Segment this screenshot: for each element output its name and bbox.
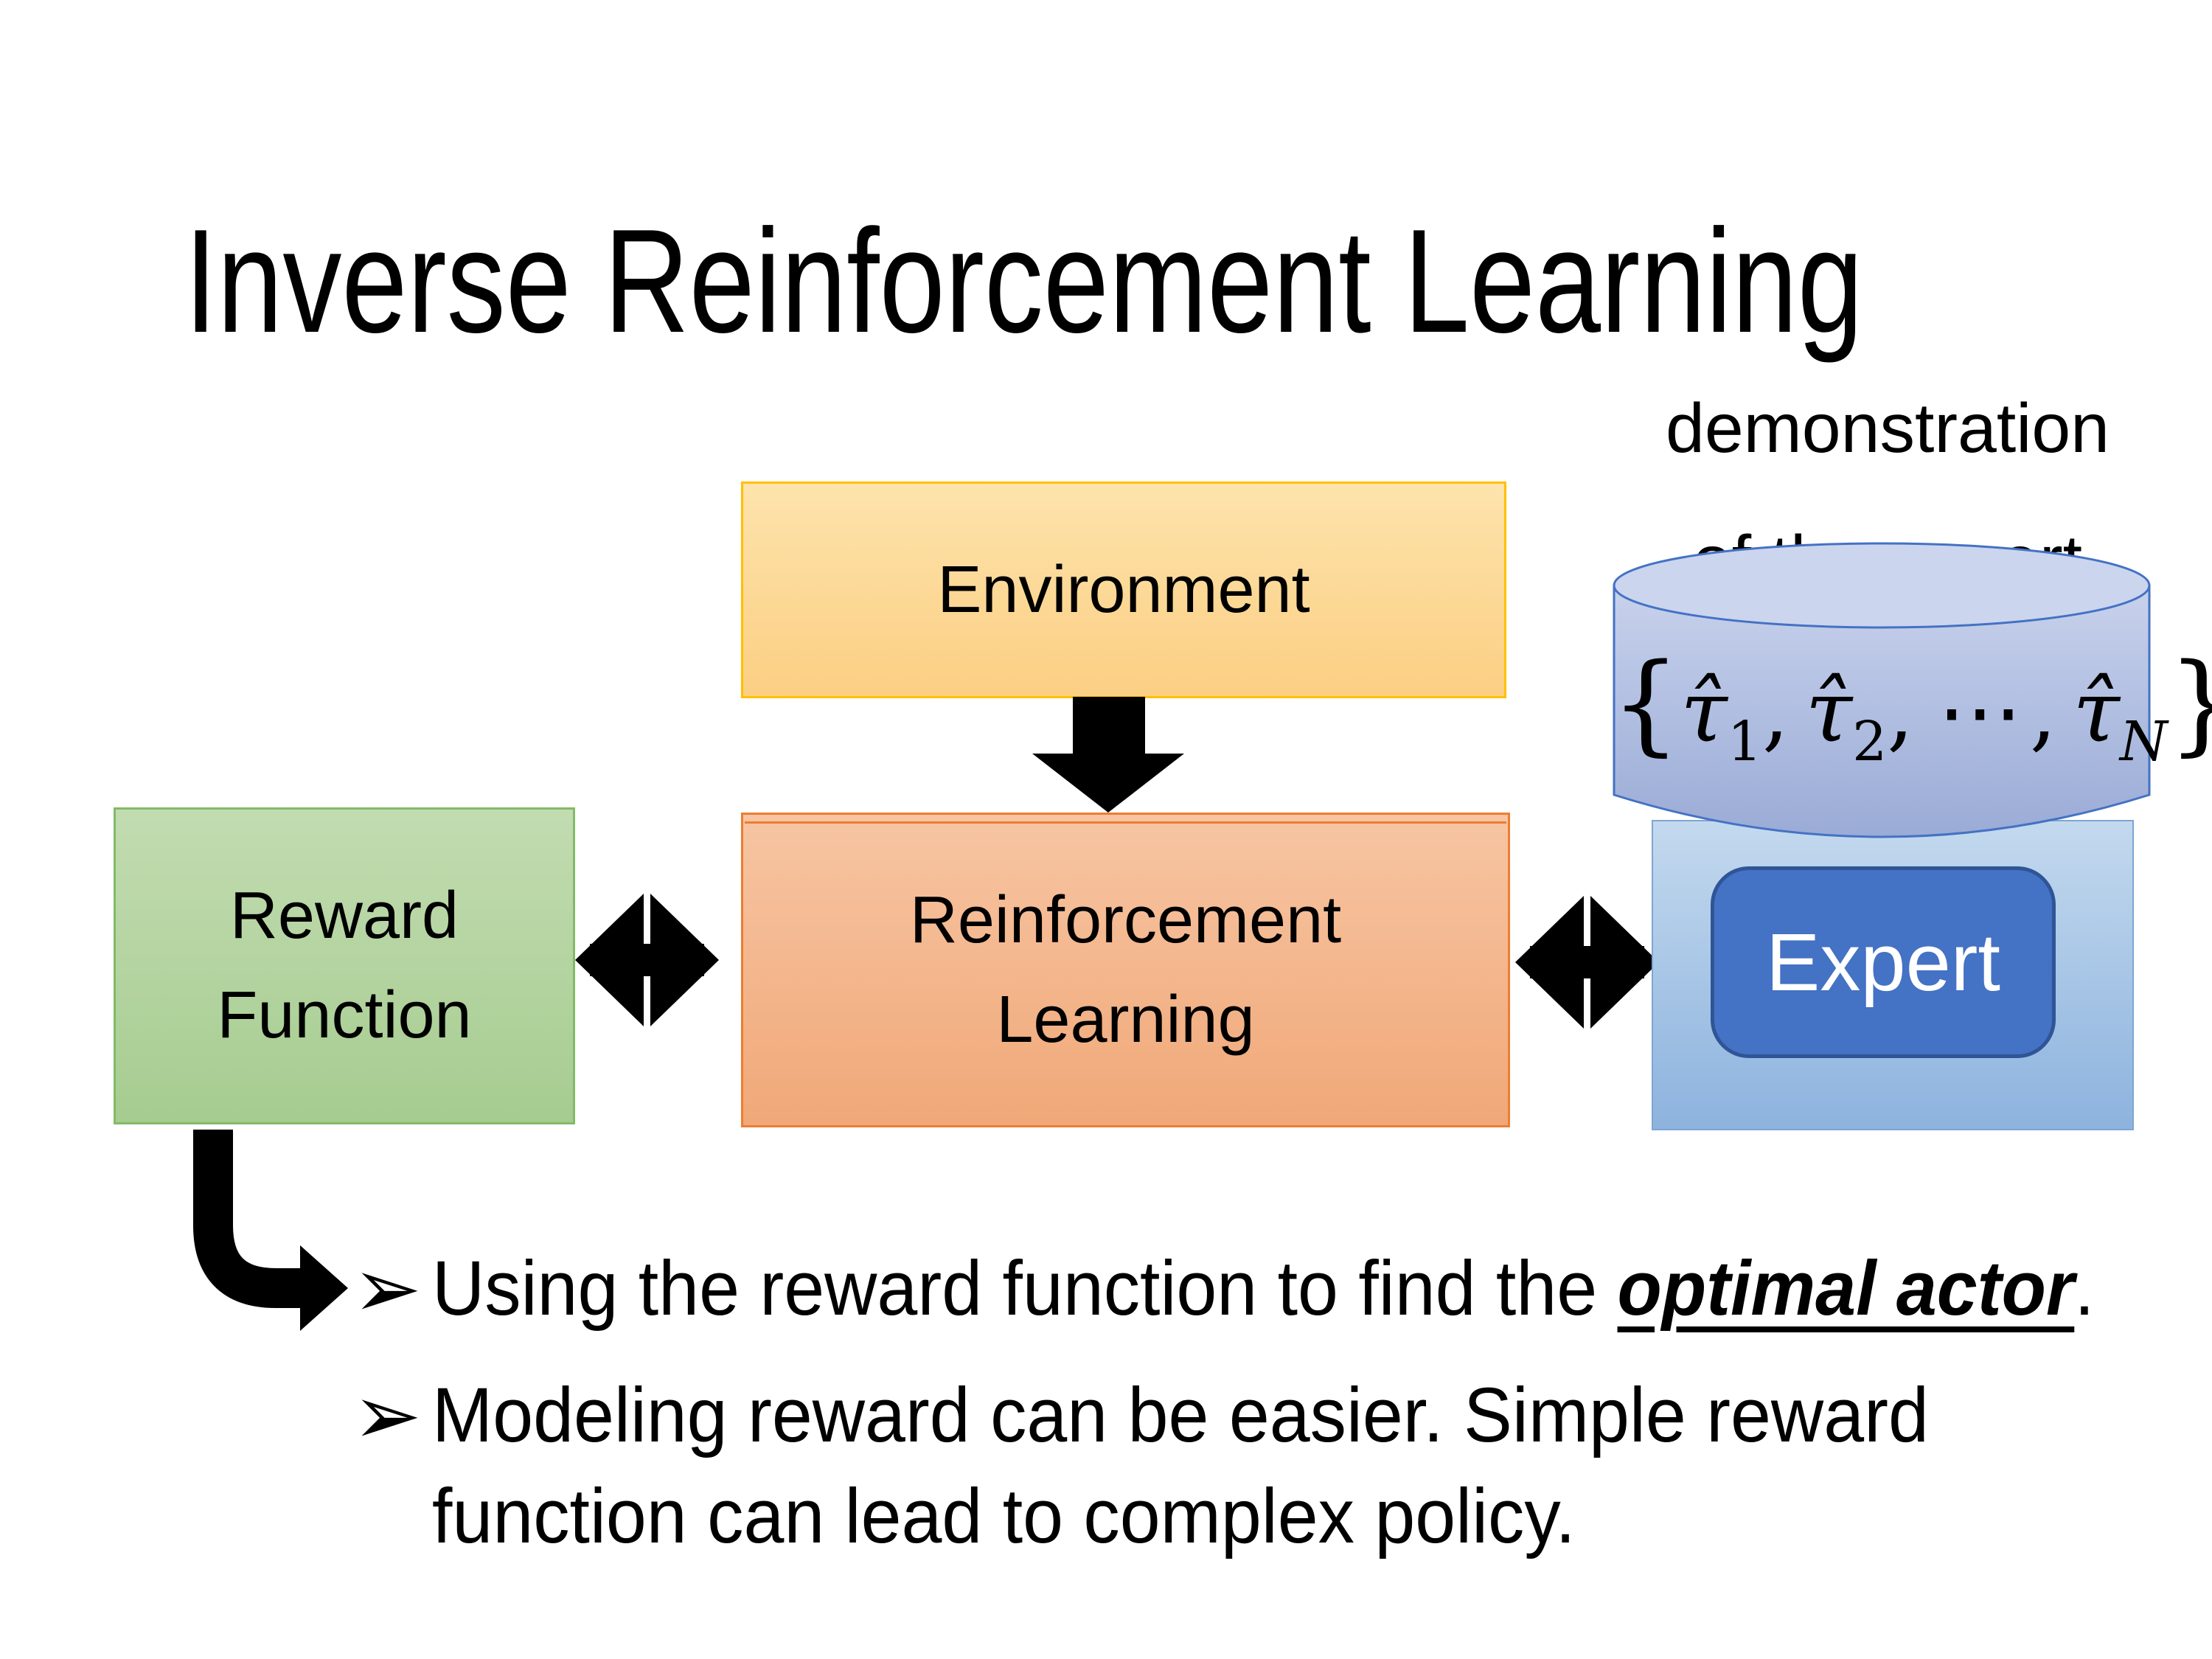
bullet-arrow-icon: ➢ bbox=[352, 1369, 422, 1461]
expert-label: Expert bbox=[1766, 917, 2000, 1008]
database-cylinder-icon bbox=[1613, 542, 2151, 838]
formula-close-brace: } bbox=[2168, 640, 2212, 767]
bullet-1-highlight: optimal actor bbox=[1617, 1245, 2075, 1332]
bullet-1-after: . bbox=[2074, 1245, 2095, 1332]
reward-function-label-line1: Reward bbox=[229, 879, 459, 953]
formula-sub-n: N bbox=[2119, 710, 2168, 773]
formula-open-brace: { bbox=[1611, 640, 1681, 767]
reinforcement-learning-label: Reinforcement Learning bbox=[910, 871, 1341, 1070]
formula-tau-1: τ̂ bbox=[1680, 663, 1728, 762]
bullet-item-2: ➢ Modeling reward can be easier. Simple … bbox=[352, 1366, 2212, 1567]
elbow-arrow-icon bbox=[193, 1130, 348, 1331]
reward-function-label: Reward Function bbox=[217, 866, 471, 1065]
formula-sub-1: 1 bbox=[1727, 710, 1762, 773]
reinforcement-learning-label-line1: Reinforcement bbox=[909, 883, 1342, 957]
formula-tau-2: τ̂ bbox=[1805, 663, 1853, 762]
bullet-2-line2: function can lead to complex policy. bbox=[432, 1472, 1576, 1559]
trajectory-set-formula: {τ̂1,τ̂2,⋯,τ̂N} bbox=[1611, 633, 2212, 777]
reinforcement-learning-box: Reinforcement Learning bbox=[741, 813, 1510, 1127]
bullet-arrow-icon: ➢ bbox=[352, 1242, 422, 1335]
reinforcement-learning-label-line2: Learning bbox=[996, 982, 1255, 1057]
bullet-2-line1: Modeling reward can be easier. Simple re… bbox=[432, 1372, 1929, 1458]
formula-dots: ⋯ bbox=[1937, 663, 2023, 762]
expert-demo-caption-line1: demonstration bbox=[1665, 389, 2110, 467]
reward-function-box: Reward Function bbox=[114, 807, 575, 1124]
formula-sub-2: 2 bbox=[1852, 710, 1888, 773]
bullet-2-text: Modeling reward can be easier. Simple re… bbox=[432, 1366, 2212, 1567]
environment-label: Environment bbox=[937, 552, 1310, 627]
rl-box-inner-line bbox=[745, 821, 1506, 824]
formula-tau-n: τ̂ bbox=[2073, 663, 2120, 762]
reward-function-label-line2: Function bbox=[217, 978, 472, 1052]
bidirectional-arrow-left-icon bbox=[575, 894, 719, 1026]
down-arrow-icon bbox=[1032, 697, 1184, 813]
page-title-text: Inverse Reinforcement Learning bbox=[184, 199, 1863, 364]
bullet-1-text: Using the reward function to find the op… bbox=[432, 1239, 2201, 1340]
formula-separator: , bbox=[2029, 663, 2057, 762]
formula-separator: , bbox=[1761, 663, 1790, 762]
page-title: Inverse Reinforcement Learning bbox=[184, 193, 2212, 370]
bullet-item-1: ➢ Using the reward function to find the … bbox=[352, 1239, 2201, 1340]
expert-box: Expert bbox=[1711, 866, 2056, 1058]
bullet-1-before: Using the reward function to find the bbox=[432, 1245, 1618, 1332]
bidirectional-arrow-right-icon bbox=[1515, 896, 1659, 1029]
formula-separator: , bbox=[1887, 663, 1914, 762]
environment-box: Environment bbox=[741, 481, 1506, 698]
